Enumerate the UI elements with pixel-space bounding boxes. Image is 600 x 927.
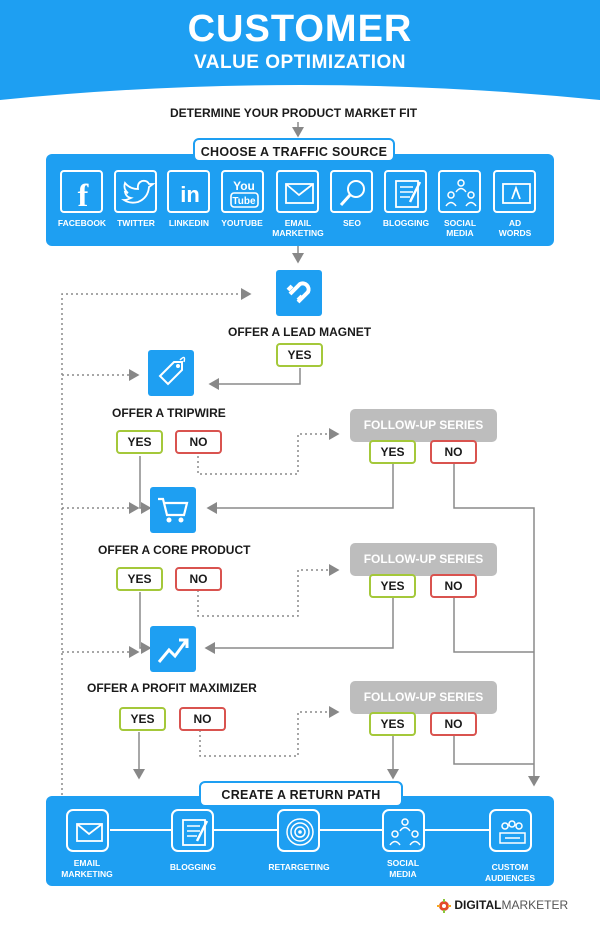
search-icon — [330, 170, 373, 213]
brand-logo: DIGITALMARKETER — [437, 898, 568, 913]
profit-maximizer-no: NO — [179, 707, 226, 731]
step-core-product: OFFER A CORE PRODUCT — [98, 543, 251, 557]
gear-icon — [437, 898, 451, 913]
blogging-icon — [171, 809, 214, 852]
follow-up-3-yes: YES — [369, 712, 416, 736]
cart-icon — [150, 487, 196, 533]
traffic-label-seo: SEO — [343, 218, 361, 228]
tripwire-no: NO — [175, 430, 222, 454]
growth-chart-icon — [150, 626, 196, 672]
step-market-fit: DETERMINE YOUR PRODUCT MARKET FIT — [170, 106, 418, 120]
blogging-icon — [384, 170, 427, 213]
brand-logo-part1: DIGITAL — [454, 898, 502, 912]
step-lead-magnet: OFFER A LEAD MAGNET — [228, 325, 372, 339]
step-tripwire: OFFER A TRIPWIRE — [112, 406, 226, 420]
return-label-retargeting: RETARGETING — [268, 862, 330, 872]
follow-up-series-2: FOLLOW-UP SERIES — [350, 543, 497, 576]
step-return-path: CREATE A RETURN PATH — [199, 781, 403, 807]
return-label-blogging: BLOGGING — [169, 862, 217, 872]
follow-up-3-no: NO — [430, 712, 477, 736]
social-media-icon — [438, 170, 481, 213]
traffic-label-twitter: TWITTER — [117, 218, 155, 228]
tag-icon — [148, 350, 194, 396]
traffic-label-blogging: BLOGGING — [382, 218, 430, 228]
core-product-no: NO — [175, 567, 222, 591]
traffic-label-facebook: FACEBOOK — [57, 218, 107, 228]
follow-up-1-yes: YES — [369, 440, 416, 464]
audience-icon — [489, 809, 532, 852]
retargeting-icon — [277, 809, 320, 852]
follow-up-series-3: FOLLOW-UP SERIES — [350, 681, 497, 714]
tripwire-yes: YES — [116, 430, 163, 454]
facebook-icon: f — [60, 170, 103, 213]
svg-text:in: in — [180, 182, 200, 207]
traffic-label-youtube: YOUTUBE — [221, 218, 263, 228]
header-banner — [0, 0, 600, 104]
svg-text:f: f — [78, 177, 89, 213]
brand-logo-part2: MARKETER — [501, 898, 569, 912]
svg-text:Tube: Tube — [232, 196, 256, 207]
svg-text:You: You — [233, 179, 255, 193]
step-profit-maximizer: OFFER A PROFIT MAXIMIZER — [87, 681, 257, 695]
social-media-icon — [382, 809, 425, 852]
twitter-icon — [114, 170, 157, 213]
page-subtitle: VALUE OPTIMIZATION — [193, 52, 406, 73]
lead-magnet-yes: YES — [276, 343, 323, 367]
follow-up-2-no: NO — [430, 574, 477, 598]
follow-up-2-yes: YES — [369, 574, 416, 598]
page-title: CUSTOMER — [187, 8, 413, 50]
follow-up-series-1: FOLLOW-UP SERIES — [350, 409, 497, 442]
email-icon — [66, 809, 109, 852]
linkedin-icon: in — [167, 170, 210, 213]
profit-maximizer-yes: YES — [119, 707, 166, 731]
traffic-label-linkedin: LINKEDIN — [168, 218, 210, 228]
adwords-icon — [493, 170, 536, 213]
email-icon — [276, 170, 319, 213]
core-product-yes: YES — [116, 567, 163, 591]
magnet-icon — [276, 270, 322, 316]
traffic-source-panel — [46, 154, 554, 246]
step-traffic-source: CHOOSE A TRAFFIC SOURCE — [193, 138, 395, 162]
header-background — [0, 0, 600, 100]
follow-up-1-no: NO — [430, 440, 477, 464]
